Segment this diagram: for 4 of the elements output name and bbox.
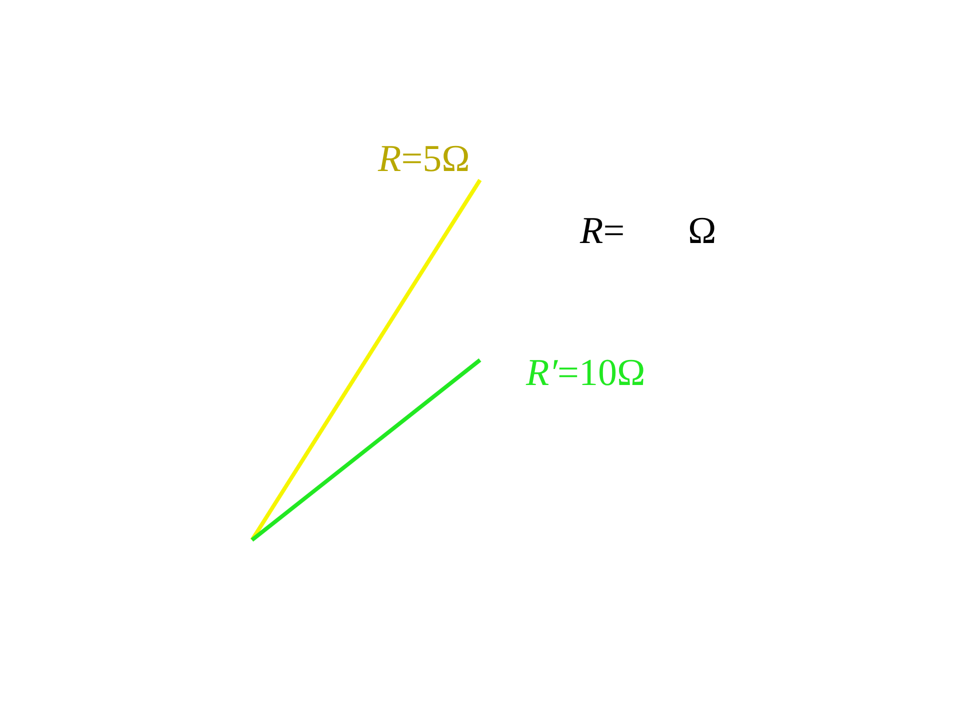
line-label: R′=10Ω xyxy=(526,354,646,392)
line-label: R=5Ω xyxy=(378,140,470,178)
unit-text: Ω xyxy=(688,212,716,250)
formula-text: R= xyxy=(580,212,625,250)
